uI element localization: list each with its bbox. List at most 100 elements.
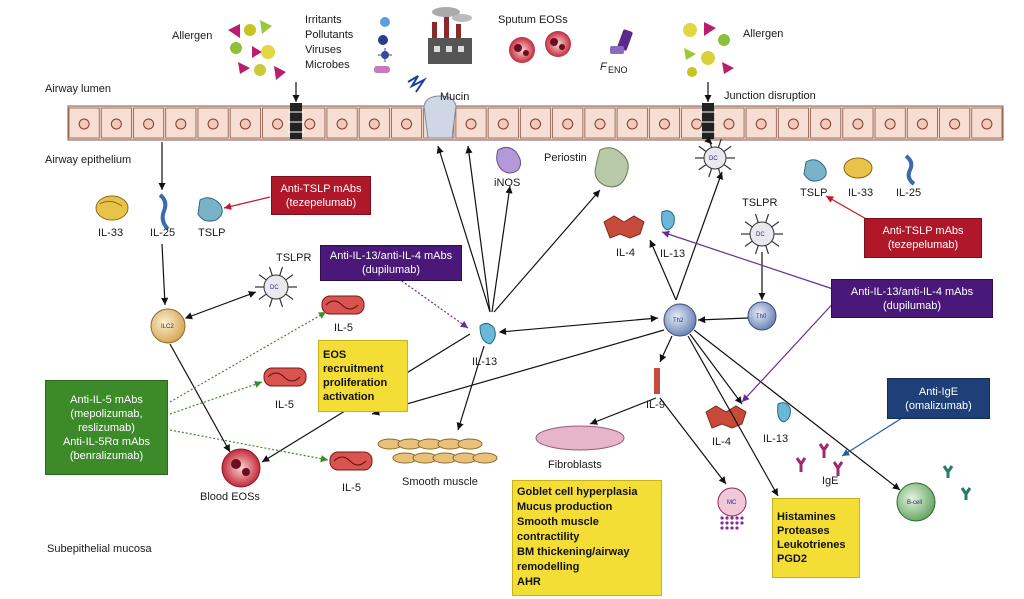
- anti-il13-il4-right-box-line-1: (dupilumab): [882, 299, 942, 312]
- mediators-box-line-2: Leukotrienes: [777, 539, 846, 551]
- fibroblasts-label: Fibroblasts: [548, 459, 602, 471]
- ige-label: IgE: [822, 475, 839, 487]
- il33-left-icon: [95, 195, 129, 221]
- tslp-right-icon: [803, 159, 827, 182]
- il25-right-label: IL-25: [896, 187, 921, 199]
- remodelling-effects-box-line-5: remodelling: [517, 561, 580, 573]
- anti-il13-il4-left-box-line-1: (dupilumab): [361, 264, 421, 276]
- anti-il13-il4-left-box: Anti-IL-13/anti-IL-4 mAbs (dupilumab): [320, 245, 462, 281]
- il33-right-label: IL-33: [848, 187, 873, 199]
- il5-b-label: IL-5: [275, 399, 294, 411]
- anti-tslp-left-box-line-1: (tezepelumab): [285, 196, 357, 209]
- mucin-squiggle-icon: [407, 75, 427, 93]
- feno-sub-label: ENO: [608, 65, 628, 75]
- anti-tslp-right-box-line-1: (tezepelumab): [887, 239, 959, 251]
- dc-right-label: DC: [756, 232, 765, 238]
- il4-top-icon: [603, 215, 645, 239]
- mast-cell: [717, 487, 747, 530]
- blood-eos-cell: [221, 448, 261, 488]
- eos-effects-box-line-3: activation: [323, 391, 375, 403]
- anti-tslp-left-box-line-0: Anti-TSLP mAbs: [280, 182, 362, 195]
- inos-label: iNOS: [494, 177, 520, 189]
- eos-effects-box-line-0: EOS: [323, 349, 347, 361]
- anti-ige-box-line-0: Anti-IgE: [918, 385, 959, 398]
- anti-ige-box-line-1: (omalizumab): [905, 399, 972, 412]
- th0-label: Th0: [756, 314, 767, 320]
- junction-right: [700, 103, 716, 139]
- il13-center-label: IL-13: [472, 356, 497, 368]
- anti-il13-il4-left-box-line-0: Anti-IL-13/anti-IL-4 mAbs: [329, 250, 453, 262]
- th2-label: Th2: [673, 318, 684, 324]
- anti-il5-box-line-1: (mepolizumab,: [70, 407, 143, 420]
- periostin-protein-icon: [594, 147, 629, 188]
- airway-epithelium-label: Airway epithelium: [45, 154, 131, 166]
- il13-top-icon: [661, 210, 675, 231]
- sputum-eos-icons: [509, 31, 571, 63]
- subepithelial-mucosa-label: Subepithelial mucosa: [47, 543, 152, 555]
- il33-right-icon: [843, 157, 873, 179]
- bcell-label: B-cell: [907, 500, 922, 506]
- allergen-right-label: Allergen: [743, 28, 783, 40]
- inhaler-icon: [610, 29, 633, 54]
- il25-left-label: IL-25: [150, 227, 175, 239]
- il9-label: IL-9: [646, 399, 665, 411]
- il33-left-label: IL-33: [98, 227, 123, 239]
- smooth-muscle-label: Smooth muscle: [402, 476, 478, 488]
- anti-ige-box: Anti-IgE(omalizumab): [887, 378, 990, 419]
- blood-eos-label: Blood EOSs: [200, 491, 260, 503]
- smooth-muscle-cells: [377, 438, 498, 464]
- anti-il5-box: Anti-IL-5 mAbs(mepolizumab,reslizumab)An…: [45, 380, 168, 475]
- dc-left-label: DC: [270, 285, 279, 291]
- dendritic-cell-right: [741, 213, 783, 255]
- anti-il5-box-line-4: (benralizumab): [69, 449, 144, 462]
- il13-bottom-icon: [777, 402, 791, 423]
- junction-disruption-label: Junction disruption: [724, 90, 816, 102]
- ilc2-label: ILC2: [161, 324, 174, 330]
- mucin-droplet: [423, 95, 457, 139]
- il4-bottom-label: IL-4: [712, 436, 731, 448]
- tslp-right-label: TSLP: [800, 187, 828, 199]
- factory-icon: [428, 7, 472, 64]
- pollutants-label: Pollutants: [305, 29, 354, 41]
- anti-tslp-right-box-line-0: Anti-TSLP mAbs: [882, 225, 964, 237]
- remodelling-effects-box-line-2: Smooth muscle: [517, 516, 599, 528]
- dendritic-cell-left: [255, 266, 297, 308]
- tslpr-left-label: TSLPR: [276, 252, 312, 264]
- mc-label: MC: [727, 500, 737, 506]
- th0-cell: [747, 301, 777, 331]
- il4-top-label: IL-4: [616, 247, 635, 259]
- remodelling-effects-box-line-1: Mucus production: [517, 501, 613, 513]
- anti-il5-box-line-2: reslizumab): [78, 421, 135, 434]
- il13-bottom-label: IL-13: [763, 433, 788, 445]
- b-cell-ige-icons: [942, 465, 972, 500]
- il5-icon-b: [263, 367, 307, 387]
- ige-icons: [795, 443, 844, 476]
- il5-c-label: IL-5: [342, 482, 361, 494]
- allergen-cluster-right-icon: [683, 22, 734, 77]
- il13-center-icon: [479, 322, 496, 345]
- airway-lumen-label: Airway lumen: [45, 83, 111, 95]
- fibroblasts-cells: [535, 425, 625, 451]
- eos-effects-box-line-2: proliferation: [323, 377, 388, 389]
- tslpr-right-label: TSLPR: [742, 197, 778, 209]
- junction-left: [288, 103, 304, 139]
- il5-icon-c: [329, 451, 373, 471]
- inos-protein-icon: [496, 146, 522, 174]
- dc-top-label: DC: [709, 156, 718, 162]
- ilc2-cell: [150, 308, 186, 344]
- anti-il13-il4-right-box-line-0: Anti-IL-13/anti-IL-4 mAbs: [850, 285, 974, 298]
- drug-arrows: [169, 195, 903, 463]
- epithelium-layer: [67, 105, 1004, 141]
- il13-top-label: IL-13: [660, 248, 685, 260]
- irritants-label: Irritants: [305, 14, 342, 26]
- sputum-eos-label: Sputum EOSs: [498, 14, 568, 26]
- anti-il5-box-line-0: Anti-IL-5 mAbs: [70, 393, 143, 406]
- il25-left-icon: [158, 193, 170, 231]
- il5-icon-a: [321, 295, 365, 315]
- microbes-label: Microbes: [305, 59, 350, 71]
